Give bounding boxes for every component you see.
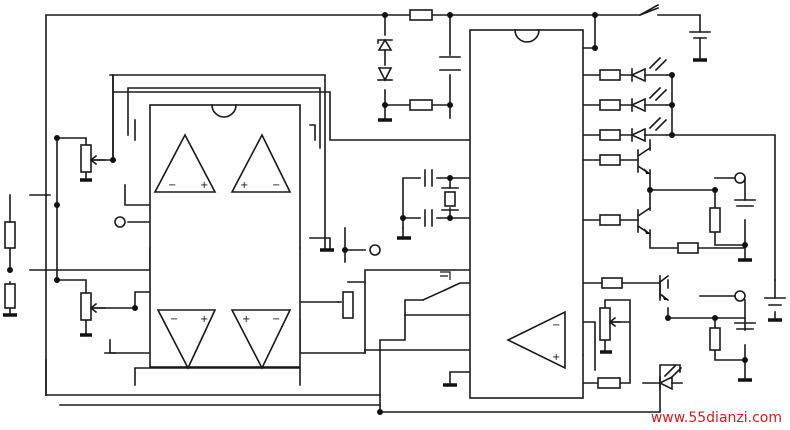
svg-text:−: − — [170, 314, 178, 325]
transistor-1 — [636, 146, 652, 176]
opamp-top-right: + − — [230, 133, 292, 193]
cap-top — [439, 56, 461, 71]
opamp-bottom-right: + − — [230, 309, 292, 370]
transistor-3 — [658, 274, 670, 302]
diode — [377, 67, 393, 82]
watermark-text: www.55dianzi.com — [650, 410, 782, 426]
led-bottom — [658, 364, 683, 391]
cap-out-2 — [734, 322, 756, 330]
svg-text:+: + — [242, 314, 250, 325]
switch-left — [421, 288, 447, 302]
cap-xtal-2 — [424, 209, 433, 227]
opamp-bottom-left: − + — [156, 309, 217, 370]
resistor-top — [409, 9, 433, 21]
svg-text:−: − — [168, 180, 176, 191]
cap-xtal-1 — [424, 169, 433, 187]
switch-top — [638, 3, 660, 17]
svg-text:+: + — [240, 180, 248, 191]
svg-text:+: + — [200, 314, 208, 325]
switch-left-marker — [440, 271, 451, 280]
led-2 — [630, 86, 668, 113]
svg-text:−: − — [552, 320, 560, 331]
zener-diode — [377, 38, 393, 51]
potentiometers — [80, 144, 621, 341]
svg-text:+: + — [200, 180, 208, 191]
resistor-input-1 — [4, 221, 16, 249]
junction-dots — [7, 12, 748, 415]
ground-symbols — [3, 37, 782, 387]
resistor-led-3 — [599, 129, 621, 141]
resistor-base-3 — [601, 277, 623, 289]
resistor-base-2 — [599, 214, 621, 226]
resistor-bottom-led — [597, 377, 621, 389]
cap-out-1 — [734, 199, 756, 207]
opamp-top-left: − + — [153, 133, 217, 193]
terminals — [114, 172, 746, 302]
resistor-load-1 — [709, 207, 721, 233]
pot-left-bottom — [80, 292, 92, 321]
resistor-led-2 — [599, 99, 621, 111]
leds — [630, 56, 683, 391]
crystal — [441, 187, 459, 211]
pot-ic — [599, 307, 611, 341]
resistor-load-2 — [709, 327, 721, 351]
diodes — [377, 38, 393, 82]
led-3 — [630, 116, 668, 143]
switches — [421, 3, 660, 302]
svg-text:−: − — [272, 314, 280, 325]
resistor-out — [677, 242, 699, 254]
pot-right — [342, 291, 354, 319]
resistor-diode-branch — [409, 99, 433, 111]
transistor-2 — [636, 206, 652, 236]
capacitors — [424, 31, 786, 330]
battery-right — [764, 297, 786, 306]
resistors — [4, 9, 721, 389]
transistors — [636, 146, 670, 302]
resistor-input-2 — [4, 283, 16, 309]
resistor-base-1 — [599, 154, 621, 166]
svg-text:−: − — [272, 180, 280, 191]
svg-text:+: + — [552, 352, 560, 363]
wire-network — [9, 6, 776, 413]
battery-top — [689, 31, 711, 39]
pot-left-top — [80, 144, 92, 173]
resistor-led-1 — [599, 69, 621, 81]
led-1 — [630, 56, 668, 83]
opamp-ic-comparator: − + — [506, 310, 566, 370]
